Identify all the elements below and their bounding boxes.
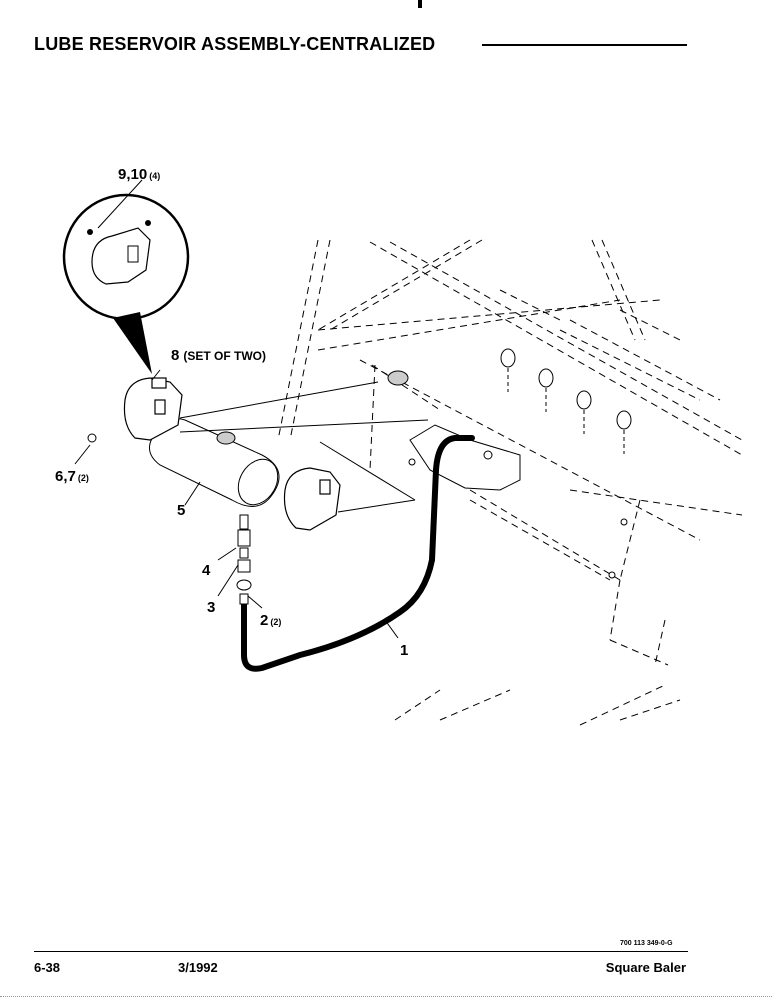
callout-4: 4 bbox=[202, 562, 211, 579]
page-number: 6-38 bbox=[34, 960, 61, 975]
callout-9-10: 9,10(4) bbox=[118, 166, 160, 183]
page-title: LUBE RESERVOIR ASSEMBLY-CENTRALIZED bbox=[34, 34, 436, 54]
scan-artifact-line bbox=[0, 996, 772, 997]
callout-6-7: 6,7(2) bbox=[55, 468, 89, 485]
footer-rule bbox=[34, 951, 688, 952]
baler-frame-dashed bbox=[277, 239, 743, 726]
callout-1: 1 bbox=[400, 642, 408, 659]
callout-8: 8(SET OF TWO) bbox=[171, 347, 266, 364]
clamp-straps bbox=[123, 377, 341, 531]
lube-hose bbox=[241, 435, 475, 672]
product-name: Square Baler bbox=[605, 960, 686, 975]
reservoir-tank bbox=[149, 418, 280, 507]
frame-holes bbox=[500, 348, 632, 454]
top-edge-mark bbox=[418, 0, 422, 8]
hose-fittings bbox=[236, 514, 252, 605]
document-number: 700 113 349-0-G bbox=[620, 940, 673, 947]
detail-inset bbox=[62, 193, 190, 374]
callout-3: 3 bbox=[207, 599, 215, 616]
revision-date: 3/1992 bbox=[178, 960, 218, 975]
title-rule bbox=[482, 44, 687, 46]
leader-lines bbox=[74, 179, 429, 639]
callout-2: 2(2) bbox=[260, 612, 281, 629]
callout-5: 5 bbox=[177, 502, 185, 519]
